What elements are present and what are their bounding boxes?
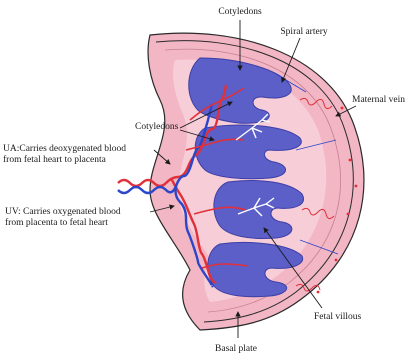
label-uv-line2: from placenta to fetal heart xyxy=(5,217,108,228)
label-cotyledons-top: Cotyledons xyxy=(218,7,262,17)
label-cotyledons-mid: Cotyledons xyxy=(135,122,179,132)
label-ua-line1: UA:Carries deoxygenated blood xyxy=(3,144,126,154)
label-basal-plate: Basal plate xyxy=(215,344,257,354)
label-uv-line1: UV: Carries oxygenated blood xyxy=(5,207,121,217)
label-ua-line2: from fetal heart to placenta xyxy=(3,154,107,165)
label-spiral-artery: Spiral artery xyxy=(280,27,327,37)
label-maternal-vein: Maternal vein xyxy=(352,95,405,105)
label-fetal-villous: Fetal villous xyxy=(314,312,362,322)
